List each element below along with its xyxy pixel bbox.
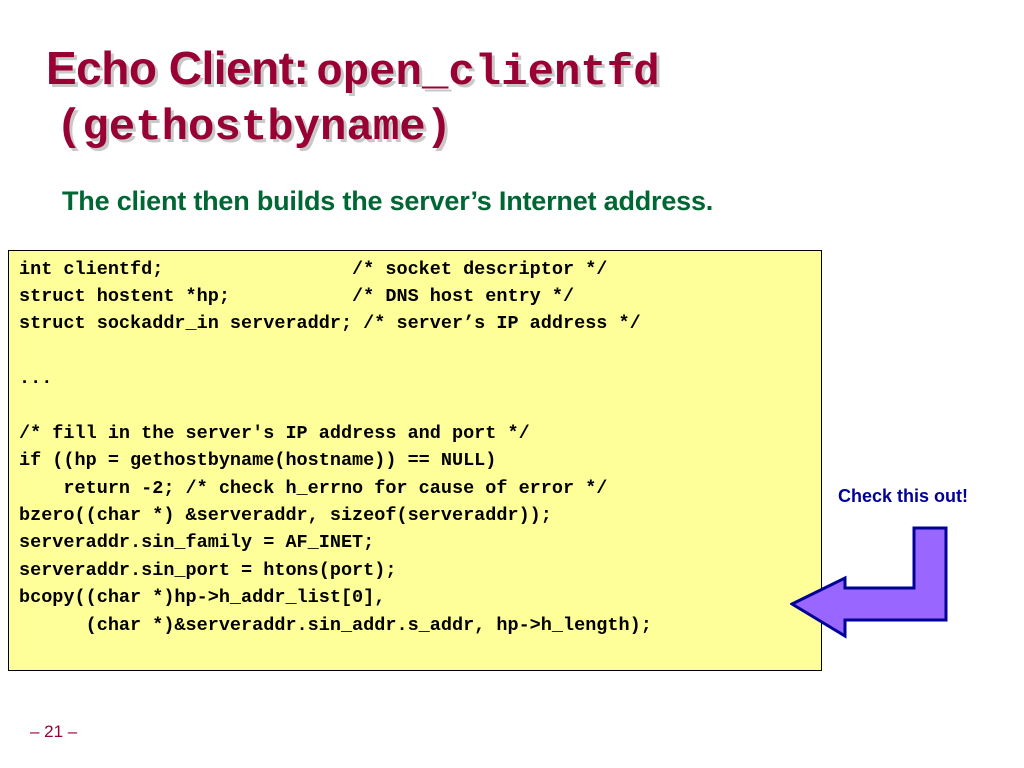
title-prefix: Echo Client: — [46, 42, 309, 94]
code-line: bzero((char *) &serveraddr, sizeof(serve… — [19, 505, 552, 526]
code-line: return -2; /* check h_errno for cause of… — [19, 478, 608, 499]
code-line: (char *)&serveraddr.sin_addr.s_addr, hp-… — [19, 615, 652, 636]
bent-arrow-left-icon — [790, 526, 948, 639]
code-line: /* fill in the server's IP address and p… — [19, 423, 530, 444]
slide-subtitle: The client then builds the server’s Inte… — [62, 186, 714, 216]
title-function-qualifier: (gethostbyname) — [56, 103, 453, 153]
code-line: if ((hp = gethostbyname(hostname)) == NU… — [19, 450, 497, 471]
slide-title: Echo Client: open_clientfd — [46, 38, 660, 98]
code-block: int clientfd; /* socket descriptor */ st… — [8, 250, 822, 671]
code-line: serveraddr.sin_port = htons(port); — [19, 560, 397, 581]
code-line: serveraddr.sin_family = AF_INET; — [19, 532, 375, 553]
code-line: bcopy((char *)hp->h_addr_list[0], — [19, 587, 386, 608]
code-line: struct sockaddr_in serveraddr; /* server… — [19, 313, 641, 334]
code-line: int clientfd; /* socket descriptor */ — [19, 259, 608, 280]
title-function-name: open_clientfd — [316, 48, 660, 98]
page-number: – 21 – — [30, 722, 78, 741]
arrow-shape — [790, 526, 948, 639]
code-line: struct hostent *hp; /* DNS host entry */ — [19, 286, 575, 307]
callout-label: Check this out! — [838, 486, 969, 506]
code-line: ... — [19, 368, 53, 389]
slide-title-continued: (gethostbyname) — [46, 98, 452, 158]
